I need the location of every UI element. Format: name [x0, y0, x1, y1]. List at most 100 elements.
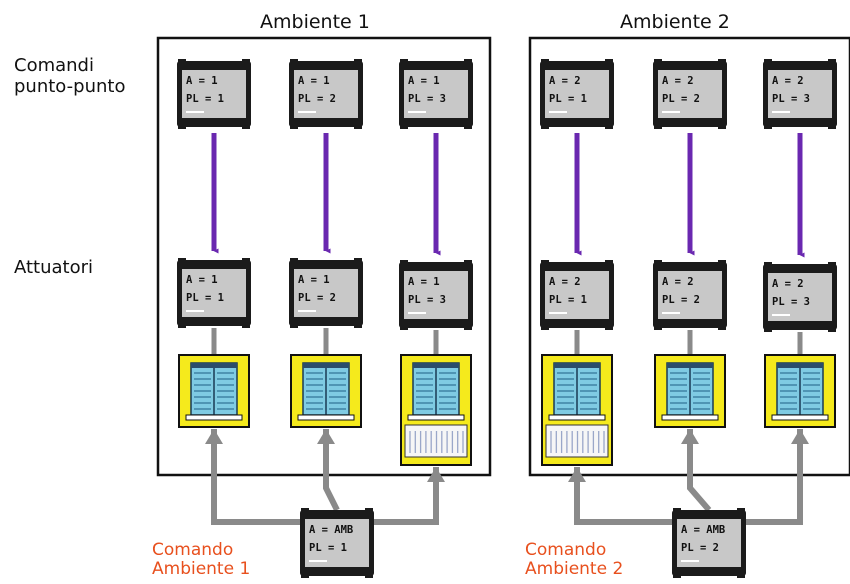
module-address-text: A = 2 — [772, 75, 804, 87]
room-2-room-arrow-middle-head — [681, 429, 699, 444]
module-tab — [290, 258, 298, 264]
module-face — [182, 269, 246, 317]
module-point-text: PL = 1 — [549, 93, 587, 105]
room-1-room-arrow-left-head — [205, 429, 223, 444]
module-face — [294, 269, 358, 317]
room-2-actuator-2: A = 2PL = 2 — [653, 260, 727, 330]
module-address-text: A = 2 — [662, 75, 694, 87]
module-tab — [400, 123, 408, 129]
module-led-line — [186, 111, 204, 113]
module-face — [404, 70, 468, 118]
module-led-line — [662, 312, 680, 314]
module-tab — [301, 508, 309, 514]
module-tab — [764, 123, 772, 129]
module-address-text: A = 1 — [298, 75, 330, 87]
module-point-text: PL = 2 — [681, 542, 719, 554]
module-led-line — [549, 111, 567, 113]
module-tab — [365, 508, 373, 514]
module-tab — [737, 572, 745, 578]
module-address-text: A = 2 — [549, 276, 581, 288]
module-led-line — [772, 314, 790, 316]
room-2-title: Ambiente 2 — [620, 11, 730, 33]
module-address-text: A = AMB — [681, 524, 725, 536]
window-shutter-box — [667, 363, 713, 368]
module-tab — [400, 59, 408, 65]
module-tab — [178, 123, 186, 129]
room-1-room-arrow-right-head — [427, 467, 445, 482]
module-tab — [718, 59, 726, 65]
module-tab — [242, 123, 250, 129]
window-sill — [407, 414, 465, 421]
module-tab — [718, 123, 726, 129]
module-tab — [400, 260, 408, 266]
module-address-text: A = 2 — [772, 278, 804, 290]
module-led-line — [408, 312, 426, 314]
room-2-room-arrow-right — [746, 429, 803, 525]
window-shutter-box — [777, 363, 823, 368]
module-face — [658, 70, 722, 118]
module-face — [294, 70, 358, 118]
module-tab — [605, 123, 613, 129]
module-tab — [654, 260, 662, 266]
module-tab — [541, 59, 549, 65]
actuators-label: Attuatori — [14, 257, 94, 278]
module-tab — [354, 59, 362, 65]
module-tab — [828, 262, 836, 268]
module-tab — [464, 324, 472, 330]
room-1-room-arrow-middle — [323, 429, 340, 512]
room-2-room-arrow-left-head — [568, 467, 586, 482]
module-tab — [242, 258, 250, 264]
module-tab — [718, 324, 726, 330]
module-tab — [290, 123, 298, 129]
window-sill — [297, 414, 355, 421]
window-sill — [771, 414, 829, 421]
module-point-text: PL = 1 — [549, 294, 587, 306]
room-1-room-arrow-left — [211, 429, 300, 525]
module-tab — [178, 322, 186, 328]
module-tab — [242, 59, 250, 65]
module-led-line — [298, 111, 316, 113]
module-address-text: A = 1 — [408, 276, 440, 288]
module-tab — [178, 258, 186, 264]
module-point-text: PL = 2 — [662, 294, 700, 306]
module-face — [545, 70, 609, 118]
module-tab — [242, 322, 250, 328]
module-led-line — [408, 111, 426, 113]
room-1-title: Ambiente 1 — [260, 11, 370, 33]
room-1-command-label-line1: Comando — [152, 540, 234, 560]
module-point-text: PL = 2 — [298, 292, 336, 304]
window-sill — [185, 414, 243, 421]
module-tab — [464, 123, 472, 129]
module-point-text: PL = 2 — [298, 93, 336, 105]
window-shutter-box — [554, 363, 600, 368]
module-led-line — [772, 111, 790, 113]
module-tab — [301, 572, 309, 578]
room-2-command-label-line2: Ambiente 2 — [525, 558, 624, 579]
module-tab — [400, 324, 408, 330]
module-tab — [290, 59, 298, 65]
window-sill — [661, 414, 719, 421]
module-led-line — [549, 312, 567, 314]
module-tab — [828, 59, 836, 65]
module-tab — [673, 572, 681, 578]
room-1-window-1 — [178, 354, 250, 428]
window-shutter-box — [191, 363, 237, 368]
room-1-point-command-3: A = 1PL = 3 — [399, 59, 473, 129]
module-tab — [718, 260, 726, 266]
room-2-room-arrow-right-head — [791, 429, 809, 444]
module-point-text: PL = 3 — [408, 294, 446, 306]
module-address-text: A = 1 — [186, 274, 218, 286]
module-address-text: A = 2 — [549, 75, 581, 87]
room-1-actuator-3: A = 1 PL = 3 — [399, 260, 473, 330]
room-1-command-label: Comando Ambiente 1 — [152, 541, 250, 578]
module-address-text: A = AMB — [309, 524, 353, 536]
module-face — [658, 271, 722, 319]
room-2-point-command-1: A = 2 PL = 1 — [540, 59, 614, 129]
module-point-text: PL = 1 — [309, 542, 347, 554]
window-shutter-box — [413, 363, 459, 368]
module-tab — [605, 59, 613, 65]
module-tab — [737, 508, 745, 514]
module-point-text: PL = 2 — [662, 93, 700, 105]
room-1-room-command: A = AMB PL = 1 — [300, 508, 374, 578]
